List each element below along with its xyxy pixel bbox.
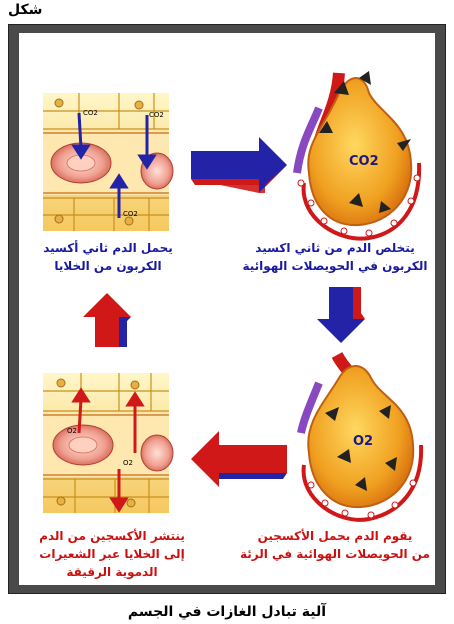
gas-exchange-diagram: CO2 CO2 CO2 [43,71,424,522]
figure-title: آلية تبادل الغازات في الجسم [127,604,327,620]
alveolus [307,365,415,509]
o2-arrows [71,387,145,513]
red-blood-cell [140,434,174,472]
arrow-down [317,287,365,343]
o2-label: O2 [123,459,133,467]
caption-bottom-left: ينتشر الأكسجين من الدم إلى الخلايا عبر ا… [39,529,185,579]
diagram-frame: CO2 CO2 CO2 [8,24,446,594]
arrow-to-lungs [191,137,287,193]
arrow-to-cells [191,431,287,487]
diagram-panel: CO2 CO2 CO2 [19,33,435,585]
caption-bottom-right: يقوم الدم بحمل الأكسجين من الحويصلات اله… [240,529,430,561]
alveolus-o2-illustration: O2 [297,352,424,522]
co2-label: CO2 [149,111,164,119]
cells-co2-illustration: CO2 CO2 CO2 [43,93,174,231]
o2-alveolus-label: O2 [353,434,373,449]
co2-arrows [71,112,157,218]
vein [293,106,323,174]
alveolus-co2-illustration: CO2 [293,71,422,241]
alveolus [307,77,413,227]
arrow-up [83,293,131,347]
co2-label: CO2 [83,109,98,117]
caption-top-left: يحمل الدم ثاني أكسيد الكربون من الخلايا [43,241,173,273]
cells-o2-illustration: O2 O2 [43,373,174,513]
co2-alveolus-label: CO2 [349,154,379,169]
figure-label: شكل [8,2,43,18]
co2-label: CO2 [123,210,138,218]
o2-label: O2 [67,427,77,435]
caption-top-right: يتخلص الدم من ثاني اكسيد الكربون في الحو… [242,241,428,273]
